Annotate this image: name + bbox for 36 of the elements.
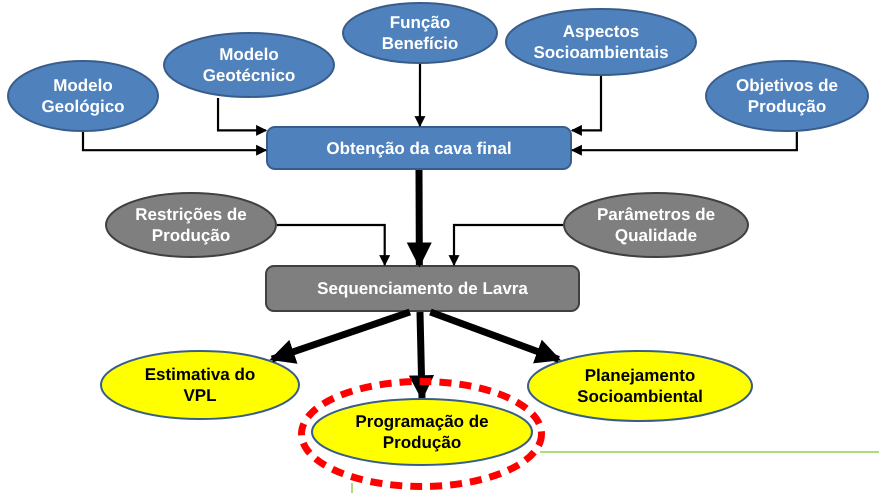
- node-label: Parâmetros de Qualidade: [596, 204, 716, 246]
- node-label: Modelo Geológico: [40, 75, 126, 117]
- output-ellipse: [311, 398, 533, 466]
- arrow: [216, 98, 268, 136]
- node-label: Sequenciamento de Lavra: [317, 278, 528, 299]
- arrow: [570, 76, 602, 136]
- arrow: [270, 308, 412, 364]
- input-ellipse: [342, 2, 498, 64]
- output-ellipse: [527, 350, 753, 422]
- arrow: [408, 312, 434, 401]
- node-label: Planejamento Socioambiental: [576, 365, 704, 407]
- node-label: Programação de Produção: [354, 411, 490, 453]
- input-ellipse: [7, 60, 159, 132]
- output-ellipse: [100, 350, 300, 420]
- node-label: Objetivos de Produção: [734, 75, 840, 117]
- node-label: Função Benefício: [380, 12, 460, 54]
- node-label: Aspectos Socioambientais: [532, 21, 670, 63]
- constraint-ellipse: [563, 192, 749, 258]
- node-label: Modelo Geotécnico: [202, 44, 296, 86]
- arrow: [448, 224, 563, 266]
- arrow: [429, 308, 561, 364]
- constraint-ellipse: [105, 192, 277, 258]
- node-label: Obtenção da cava final: [326, 138, 512, 158]
- arrow: [570, 132, 798, 156]
- node-label: Restrições de Produção: [134, 204, 248, 246]
- input-ellipse: [505, 8, 697, 76]
- arrow: [277, 224, 390, 266]
- arrow: [82, 132, 268, 156]
- process-box: [266, 126, 572, 170]
- node-label: Estimativa do VPL: [144, 364, 256, 406]
- process-box: [265, 265, 580, 312]
- input-ellipse: [163, 32, 335, 98]
- arrow: [406, 170, 432, 268]
- highlight-ring: [298, 378, 545, 490]
- arrow: [414, 64, 426, 128]
- input-ellipse: [705, 60, 869, 132]
